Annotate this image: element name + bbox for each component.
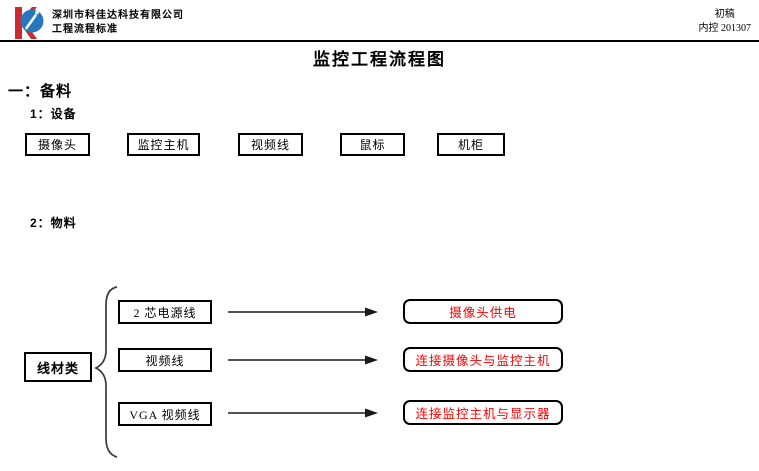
flow-arrow-vga xyxy=(228,408,378,418)
draft-status-label: 初稿 xyxy=(714,9,735,20)
equipment-box-video-cable: 视频线 xyxy=(238,133,303,156)
subsection-heading-equipment: 1：设备 xyxy=(30,107,77,121)
cable-box-power-cable: 2 芯电源线 xyxy=(118,300,212,324)
equipment-box-camera: 摄像头 xyxy=(25,133,90,156)
document-number: 内控 201307 xyxy=(698,23,752,34)
purpose-box-host-to-display: 连接监控主机与显示器 xyxy=(403,400,563,425)
flow-arrow-power xyxy=(228,307,378,317)
equipment-box-mouse: 鼠标 xyxy=(340,133,405,156)
purpose-box-camera-to-host: 连接摄像头与监控主机 xyxy=(403,347,563,372)
purpose-box-camera-power: 摄像头供电 xyxy=(403,299,563,324)
page-title: 监控工程流程图 xyxy=(313,50,446,69)
flow-arrow-video xyxy=(228,355,378,365)
subsection-heading-materials: 2：物料 xyxy=(30,216,77,230)
company-name: 深圳市科佳达科技有限公司 xyxy=(52,10,184,21)
equipment-box-cabinet: 机柜 xyxy=(437,133,505,156)
header-divider xyxy=(0,40,759,42)
left-curly-brace xyxy=(94,286,118,458)
cable-category-box: 线材类 xyxy=(24,352,92,382)
company-logo-icon xyxy=(15,7,44,39)
section-heading-preparation: 一：备料 xyxy=(8,83,73,100)
cable-box-vga-cable: VGA 视频线 xyxy=(118,402,212,426)
equipment-box-monitor-host: 监控主机 xyxy=(127,133,200,156)
document-standard-label: 工程流程标准 xyxy=(52,24,118,35)
company-header: 深圳市科佳达科技有限公司 工程流程标准 xyxy=(52,9,184,37)
cable-box-video-cable: 视频线 xyxy=(118,348,212,372)
document-meta: 初稿 内控 201307 xyxy=(699,8,752,36)
